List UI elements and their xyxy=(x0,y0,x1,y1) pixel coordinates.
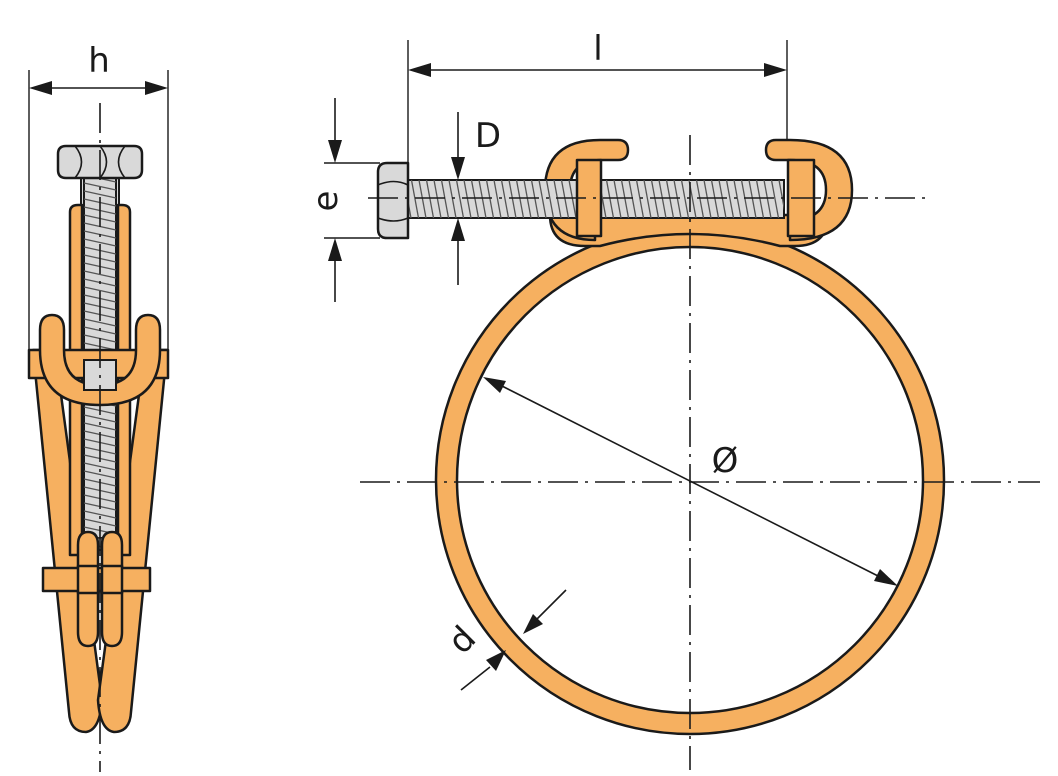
l-label: l xyxy=(593,29,602,69)
thread-line xyxy=(448,180,457,218)
d-label: d xyxy=(440,618,484,662)
thread-line xyxy=(718,180,727,218)
thread-line xyxy=(493,180,502,218)
thread-line xyxy=(523,180,532,218)
thread-line xyxy=(83,182,117,191)
thread-line xyxy=(673,180,682,218)
thread-line xyxy=(433,180,442,218)
thread-line xyxy=(425,180,435,218)
thread-line xyxy=(470,180,480,218)
thread-line xyxy=(778,180,784,211)
thread-line xyxy=(605,180,615,218)
thread-line xyxy=(703,180,712,218)
thread-line xyxy=(83,190,117,199)
thread-line xyxy=(83,518,117,527)
thread-line xyxy=(733,180,742,218)
thread-line xyxy=(83,462,117,471)
side-screw-head-facets xyxy=(74,145,126,179)
thread-line xyxy=(455,180,465,218)
thread-line xyxy=(485,180,495,218)
thread-line xyxy=(695,180,705,218)
front-view: l D e Ø d xyxy=(306,29,1040,770)
D-label: D xyxy=(475,116,501,156)
front-screw-head-facets xyxy=(377,180,409,222)
thread-line xyxy=(545,180,555,218)
thread-line xyxy=(83,510,117,519)
thread-line xyxy=(83,286,117,295)
l-arrow-right xyxy=(764,63,787,77)
thread-line xyxy=(748,180,757,218)
thread-line xyxy=(463,180,472,218)
thread-line xyxy=(628,180,637,218)
thread-line xyxy=(635,180,645,218)
thread-line xyxy=(553,180,562,218)
thread-line xyxy=(568,180,577,218)
thread-line xyxy=(620,180,630,218)
thread-line xyxy=(83,422,117,431)
d-arrow-upper xyxy=(523,614,543,634)
h-label: h xyxy=(88,41,110,81)
h-arrow-left xyxy=(29,81,52,95)
thread-line xyxy=(83,414,117,423)
thread-line xyxy=(418,180,427,218)
thread-line xyxy=(643,180,652,218)
front-base-plate xyxy=(548,213,830,248)
d-dimension-upper xyxy=(532,589,567,624)
thread-line xyxy=(83,470,117,479)
side-lower-plate-wire-right xyxy=(100,564,124,595)
thread-line xyxy=(83,238,117,247)
thread-line xyxy=(613,180,622,218)
thread-line xyxy=(650,180,660,218)
front-right-hook xyxy=(764,138,854,242)
thread-line xyxy=(755,180,765,218)
thread-line xyxy=(500,180,510,218)
thread-line xyxy=(410,180,420,218)
e-label: e xyxy=(306,191,346,212)
thread-line xyxy=(515,180,525,218)
diameter-dimension-line xyxy=(499,384,881,578)
thread-line xyxy=(560,180,570,218)
thread-line xyxy=(665,180,675,218)
l-arrow-left xyxy=(408,63,431,77)
e-arrow-top xyxy=(328,140,342,163)
thread-line xyxy=(740,180,750,218)
thread-line xyxy=(83,318,117,327)
diameter-arrow-lower xyxy=(874,569,898,586)
thread-line xyxy=(658,180,667,218)
thread-line xyxy=(770,180,780,218)
thread-line xyxy=(408,198,412,218)
thread-line xyxy=(725,180,735,218)
thread-line xyxy=(710,180,720,218)
thread-line xyxy=(530,180,540,218)
side-lower-plate-wire-left xyxy=(76,564,100,595)
side-view: h xyxy=(27,41,170,772)
side-u-saddle xyxy=(38,313,162,407)
thread-line xyxy=(680,180,690,218)
e-arrow-bottom xyxy=(328,238,342,261)
diameter-label: Ø xyxy=(712,441,739,481)
front-screw-head xyxy=(376,161,410,240)
thread-line xyxy=(508,180,517,218)
d-dimension-lower xyxy=(460,666,491,691)
thread-line xyxy=(538,180,547,218)
D-arrow-bottom xyxy=(451,218,465,241)
thread-line xyxy=(478,180,487,218)
thread-line xyxy=(83,270,117,279)
d-arrow-lower xyxy=(486,650,506,671)
h-arrow-right xyxy=(145,81,168,95)
diameter-arrow-upper xyxy=(483,377,506,393)
D-arrow-top xyxy=(451,157,465,180)
thread-line xyxy=(763,180,772,218)
thread-line xyxy=(440,180,450,218)
